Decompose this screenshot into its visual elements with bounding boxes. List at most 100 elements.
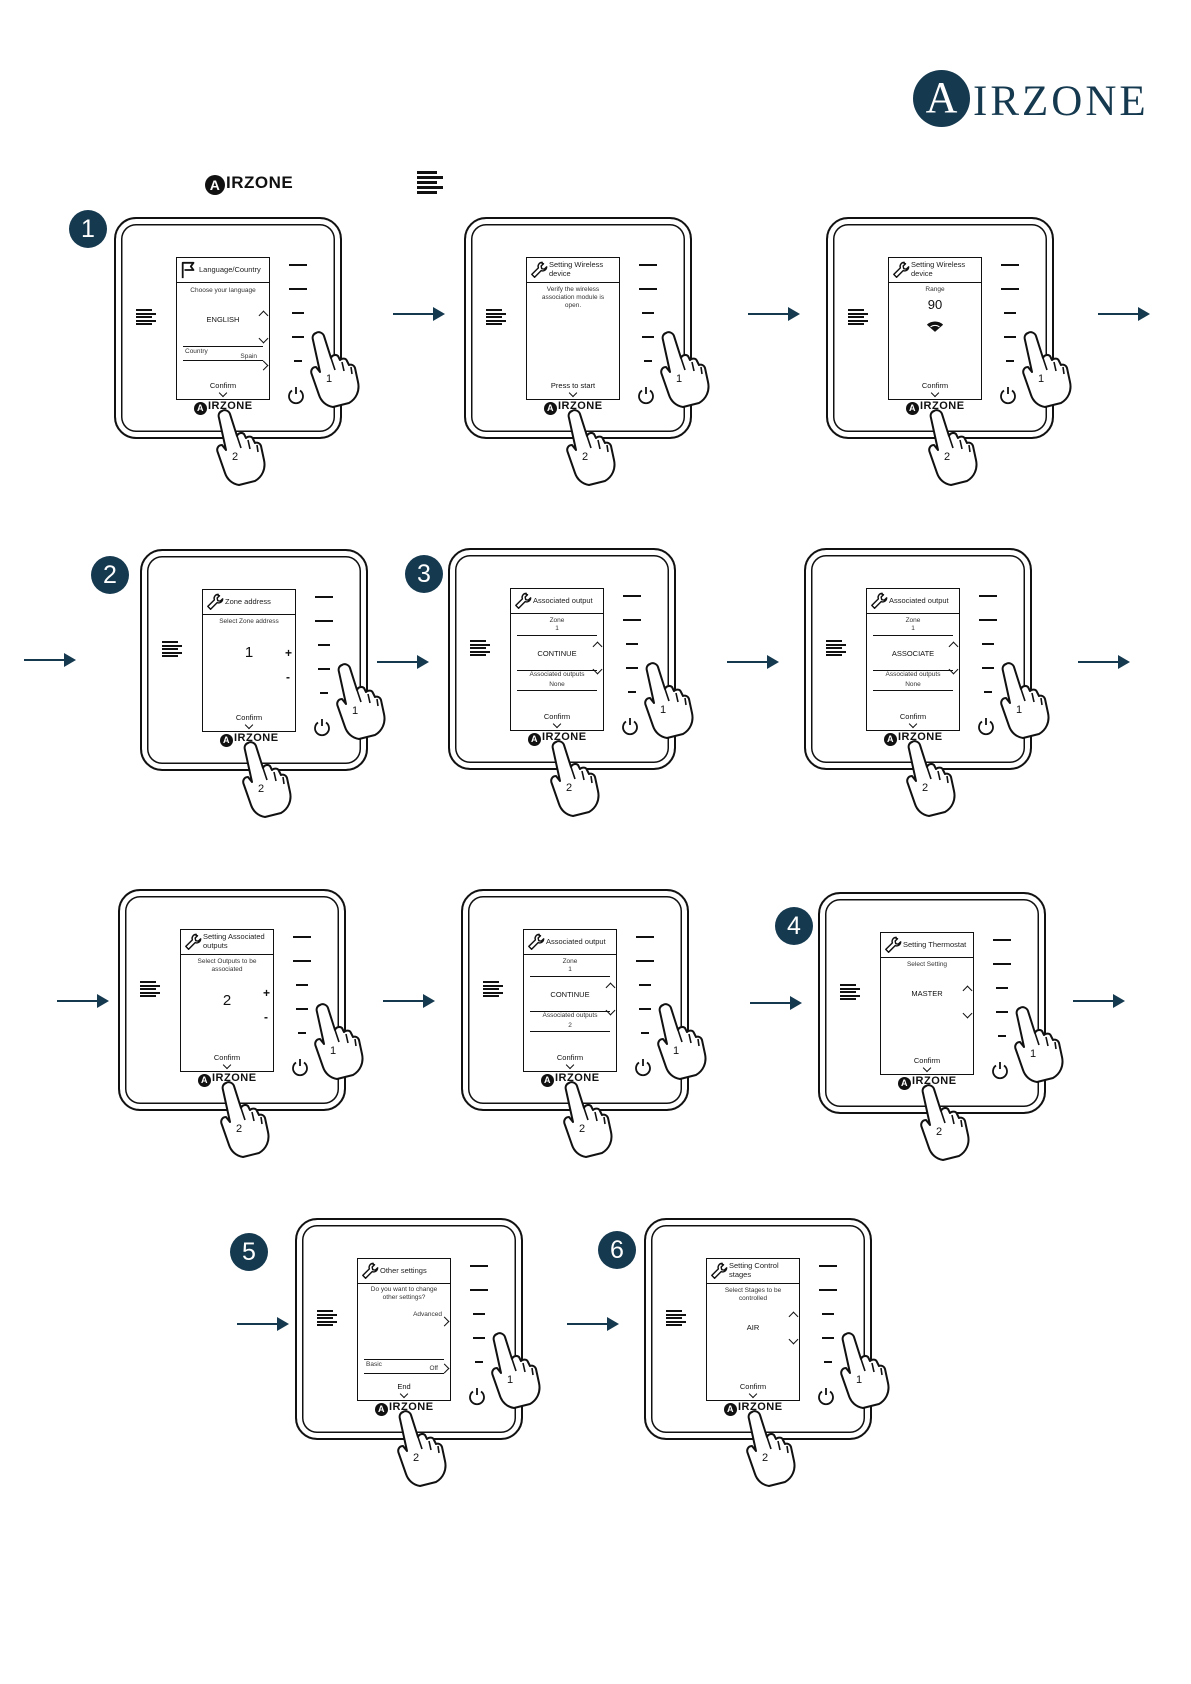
power-icon[interactable]	[290, 1057, 310, 1077]
hand-pointer-icon: 1	[328, 661, 386, 741]
device-logo-initial: A	[884, 733, 897, 746]
menu-lines-icon	[317, 1310, 337, 1327]
hand-pointer-icon: 2	[234, 739, 292, 819]
screen-footer-label: Confirm	[739, 1382, 767, 1391]
hand-pointer-icon: 2	[212, 1079, 270, 1159]
flow-arrow	[383, 994, 435, 1008]
power-icon[interactable]	[816, 1386, 836, 1406]
side-keys[interactable]	[623, 595, 643, 715]
screen-footer: Confirm	[889, 381, 981, 398]
screen-footer: Confirm	[524, 1053, 616, 1070]
hand-step-number: 2	[566, 782, 573, 794]
screen-prompt: Choose your language	[190, 287, 256, 294]
power-icon[interactable]	[312, 717, 332, 737]
power-icon[interactable]	[636, 385, 656, 405]
screen-title: Associated output	[546, 937, 606, 946]
screen-sub-label: Country	[185, 348, 208, 355]
side-keys[interactable]	[1001, 264, 1021, 384]
hand-step-number: 1	[676, 373, 683, 385]
step-badge-5: 5	[230, 1233, 268, 1271]
screen-sub-value: None	[549, 681, 565, 688]
screen-header: Setting Control stages	[707, 1259, 799, 1284]
menu-lines-icon	[470, 640, 490, 657]
screen-header: Other settings	[358, 1259, 450, 1284]
hand-step-number: 2	[582, 451, 589, 463]
power-icon[interactable]	[990, 1060, 1010, 1080]
screen-prompt: Zone	[562, 958, 578, 965]
side-keys[interactable]	[639, 264, 659, 384]
screen-footer: Confirm	[181, 1053, 273, 1070]
screen-prompt: Select Setting	[906, 961, 948, 968]
chevron-down-icon	[565, 1060, 575, 1070]
screen-footer-label: End	[397, 1382, 411, 1391]
hand-pointer-icon: 1	[483, 1330, 541, 1410]
hand-pointer-icon: 2	[389, 1408, 447, 1488]
side-keys[interactable]	[293, 936, 313, 1056]
screen-footer: Confirm	[203, 713, 295, 730]
screen-footer: Confirm	[177, 381, 269, 398]
screen-footer-label: Confirm	[556, 1053, 584, 1062]
side-keys[interactable]	[289, 264, 309, 384]
header-logo-text: IRZONE	[226, 173, 294, 192]
screen-prompt: Do you want to change other settings?	[370, 1286, 438, 1301]
screen-prompt: Verify the wireless association module i…	[541, 286, 605, 309]
screen-title: Associated output	[889, 596, 949, 605]
side-keys[interactable]	[470, 1265, 490, 1385]
screen-header: Associated output	[524, 930, 616, 955]
hand-pointer-icon: 1	[649, 1001, 707, 1081]
screen-sub-value: None	[905, 681, 921, 688]
screen-header: Associated output	[511, 589, 603, 614]
side-keys[interactable]	[315, 596, 335, 716]
flow-arrow	[727, 655, 779, 669]
power-icon[interactable]	[620, 716, 640, 736]
device-logo-initial: A	[375, 1403, 388, 1416]
side-keys[interactable]	[819, 1265, 839, 1385]
hand-pointer-icon: 1	[992, 660, 1050, 740]
side-keys[interactable]	[979, 595, 999, 715]
power-icon[interactable]	[467, 1386, 487, 1406]
power-icon[interactable]	[998, 385, 1018, 405]
power-icon[interactable]	[976, 716, 996, 736]
side-keys[interactable]	[993, 939, 1013, 1059]
device-logo-text: IRZONE	[389, 1401, 434, 1413]
chevron-down-icon	[222, 1060, 232, 1070]
screen-footer: End	[358, 1382, 450, 1399]
screen-title: Other settings	[380, 1266, 427, 1275]
step-badge-1: 1	[69, 210, 107, 248]
flow-arrow	[57, 994, 109, 1008]
minus-sign: -	[264, 1010, 268, 1024]
wrench-icon	[870, 592, 888, 610]
power-icon[interactable]	[633, 1057, 653, 1077]
screen-prompt: Range	[925, 286, 945, 293]
menu-lines-icon	[848, 309, 868, 326]
hand-step-number: 1	[352, 705, 359, 717]
screen-title: Setting Wireless device	[549, 260, 604, 278]
hand-step-number: 2	[944, 451, 951, 463]
screen-sub-value: 2	[568, 1022, 572, 1029]
screen-prompt: Select Zone address	[219, 618, 279, 625]
side-keys[interactable]	[636, 936, 656, 1056]
step-badge-3: 3	[405, 555, 443, 593]
device-logo-initial: A	[198, 1074, 211, 1087]
screen-title: Setting Control stages	[729, 1261, 779, 1279]
chevron-down-icon	[552, 719, 562, 729]
power-icon[interactable]	[286, 385, 306, 405]
wrench-icon	[527, 933, 545, 951]
